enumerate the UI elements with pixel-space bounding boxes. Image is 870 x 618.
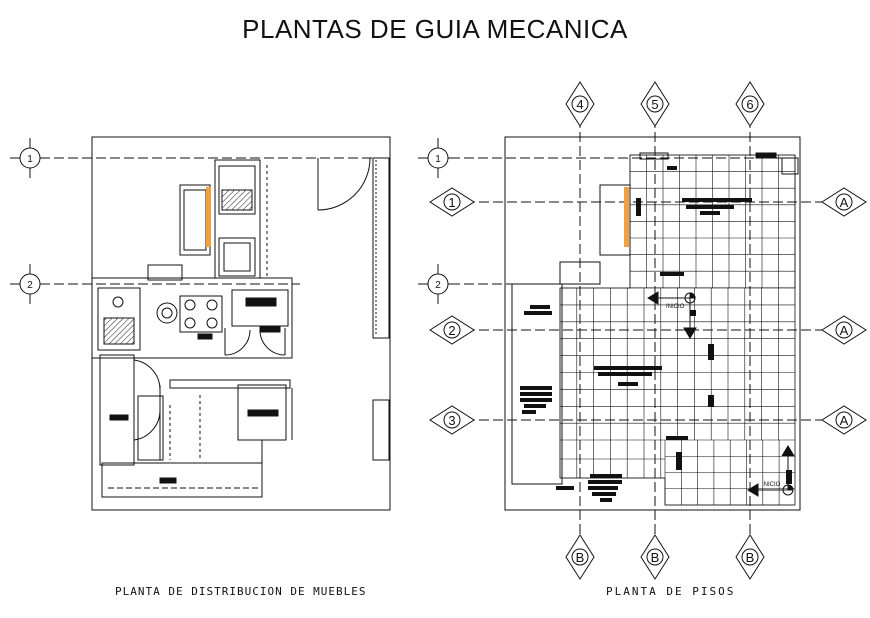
left-plan-caption: PLANTA DE DISTRIBUCION DE MUEBLES	[115, 585, 367, 598]
storage-cabinet	[99, 354, 135, 466]
grid-bubble-1: 1	[10, 138, 50, 178]
top-marker-6: 6	[735, 81, 765, 127]
right-marker-a3: A	[821, 405, 867, 435]
right-marker-a1-label: A	[840, 195, 849, 210]
left-plan: 1 2	[10, 136, 391, 511]
grid-bubble-2-label: 2	[27, 280, 33, 291]
diamond-marker-2: 2	[429, 315, 475, 345]
grid-bubble-2: 2	[10, 264, 50, 304]
right-plan: 1 2 1 2 3	[418, 81, 867, 580]
bottom-marker-b3-label: B	[746, 550, 755, 565]
grid-bubble-right-1-label: 1	[435, 154, 441, 165]
bottom-marker-b1: B	[565, 534, 595, 580]
grid-bubble-right-2-label: 2	[435, 280, 441, 291]
diamond-marker-1-label: 1	[448, 195, 455, 210]
oven-block	[231, 289, 289, 327]
right-wall	[372, 157, 390, 339]
accent-strip	[206, 187, 211, 247]
right-marker-a1: A	[821, 187, 867, 217]
right-marker-a2: A	[821, 315, 867, 345]
start-label-2: INICIO	[762, 482, 781, 488]
grid-bubble-right-2: 2	[418, 264, 458, 304]
grid-bubble-1-label: 1	[27, 154, 33, 165]
bottom-marker-b3: B	[735, 534, 765, 580]
right-plan-boundary	[504, 136, 801, 511]
top-marker-5: 5	[640, 81, 670, 127]
top-marker-6-label: 6	[746, 97, 753, 112]
annotation-marks	[520, 166, 792, 502]
start-arrow-1: INICIO	[647, 291, 697, 339]
grid-bubble-right-1: 1	[418, 138, 458, 178]
sink-lower	[97, 287, 141, 351]
right-plan-caption: PLANTA DE PISOS	[606, 585, 736, 598]
sink-upper	[218, 165, 256, 215]
burner-icon	[156, 302, 178, 324]
start-arrow-2: INICIO	[747, 445, 795, 497]
cooktop	[179, 295, 223, 333]
floor-tiles	[559, 154, 796, 506]
diamond-marker-3: 3	[429, 405, 475, 435]
top-marker-4: 4	[565, 81, 595, 127]
diamond-marker-3-label: 3	[448, 413, 455, 428]
diamond-marker-1: 1	[429, 187, 475, 217]
top-marker-4-label: 4	[576, 97, 583, 112]
kitchen-counter-lower	[91, 277, 293, 359]
right-marker-a3-label: A	[840, 413, 849, 428]
stove-upper	[218, 237, 256, 277]
lower-counter	[101, 462, 263, 498]
sheet-title: PLANTAS DE GUIA MECANICA	[242, 14, 628, 44]
right-marker-a2-label: A	[840, 323, 849, 338]
diamond-marker-2-label: 2	[448, 323, 455, 338]
start-label-1: INICIO	[666, 304, 685, 310]
bottom-marker-b2-label: B	[651, 550, 660, 565]
bottom-marker-b2: B	[640, 534, 670, 580]
accent-strip-right	[624, 187, 629, 247]
bottom-marker-b1-label: B	[576, 550, 585, 565]
top-marker-5-label: 5	[651, 97, 658, 112]
